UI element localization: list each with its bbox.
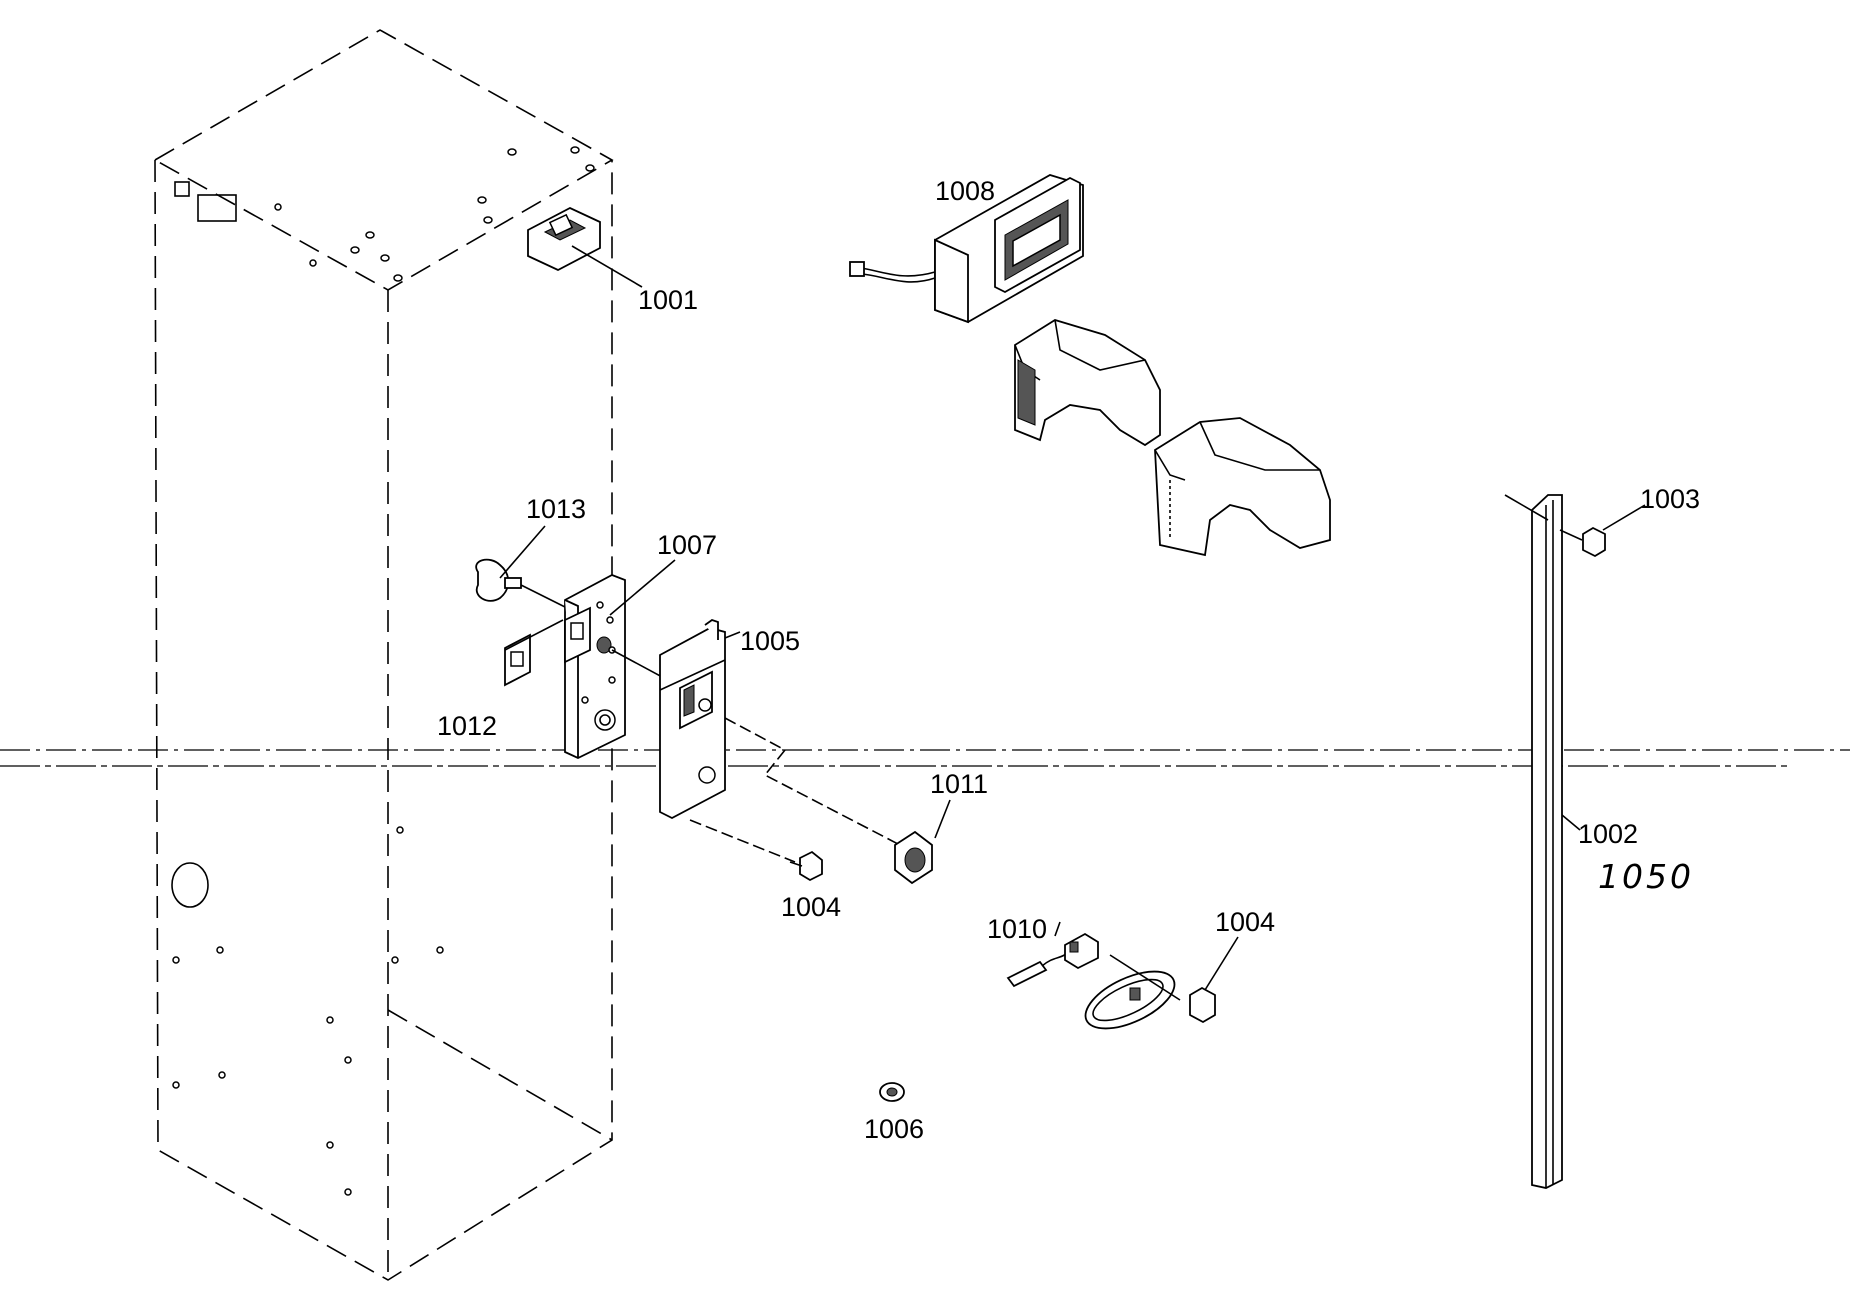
part-1011-bushing — [894, 799, 951, 885]
label-1001: 1001 — [638, 285, 698, 315]
part-1005-plate — [659, 619, 741, 820]
part-1004-screw-left — [689, 819, 823, 882]
handwritten-note: 1050 — [1598, 857, 1694, 896]
part-1008-module — [849, 174, 1084, 324]
foam-block-lower — [1154, 417, 1331, 557]
label-1013: 1013 — [526, 494, 586, 524]
part-1010-sensor — [1006, 921, 1099, 988]
part-1003-screw — [1559, 504, 1646, 558]
part-1006-nut — [879, 1082, 905, 1102]
label-1002: 1002 — [1578, 819, 1638, 849]
part-1013-knob — [475, 525, 576, 613]
foam-block-upper — [1014, 319, 1161, 447]
part-1002-rail — [1504, 494, 1581, 1189]
label-1003: 1003 — [1640, 484, 1700, 514]
part-display-pod — [1084, 954, 1181, 1030]
label-1006: 1006 — [864, 1114, 924, 1144]
cabinet-outline — [153, 29, 614, 1281]
label-1012: 1012 — [437, 711, 497, 741]
leader-1005-1011 — [724, 717, 901, 846]
part-1001-housing — [527, 206, 643, 288]
label-1008: 1008 — [935, 176, 995, 206]
label-1007: 1007 — [657, 530, 717, 560]
label-1004-left: 1004 — [781, 892, 841, 922]
label-1011: 1011 — [930, 769, 988, 799]
label-1005: 1005 — [740, 626, 800, 656]
label-1004-right: 1004 — [1215, 907, 1275, 937]
part-1004-screw-right — [1189, 936, 1239, 1024]
label-1010: 1010 — [987, 914, 1047, 944]
part-1012-square — [504, 619, 564, 687]
part-1007-bracket — [564, 559, 691, 759]
scan-line — [0, 749, 1850, 767]
